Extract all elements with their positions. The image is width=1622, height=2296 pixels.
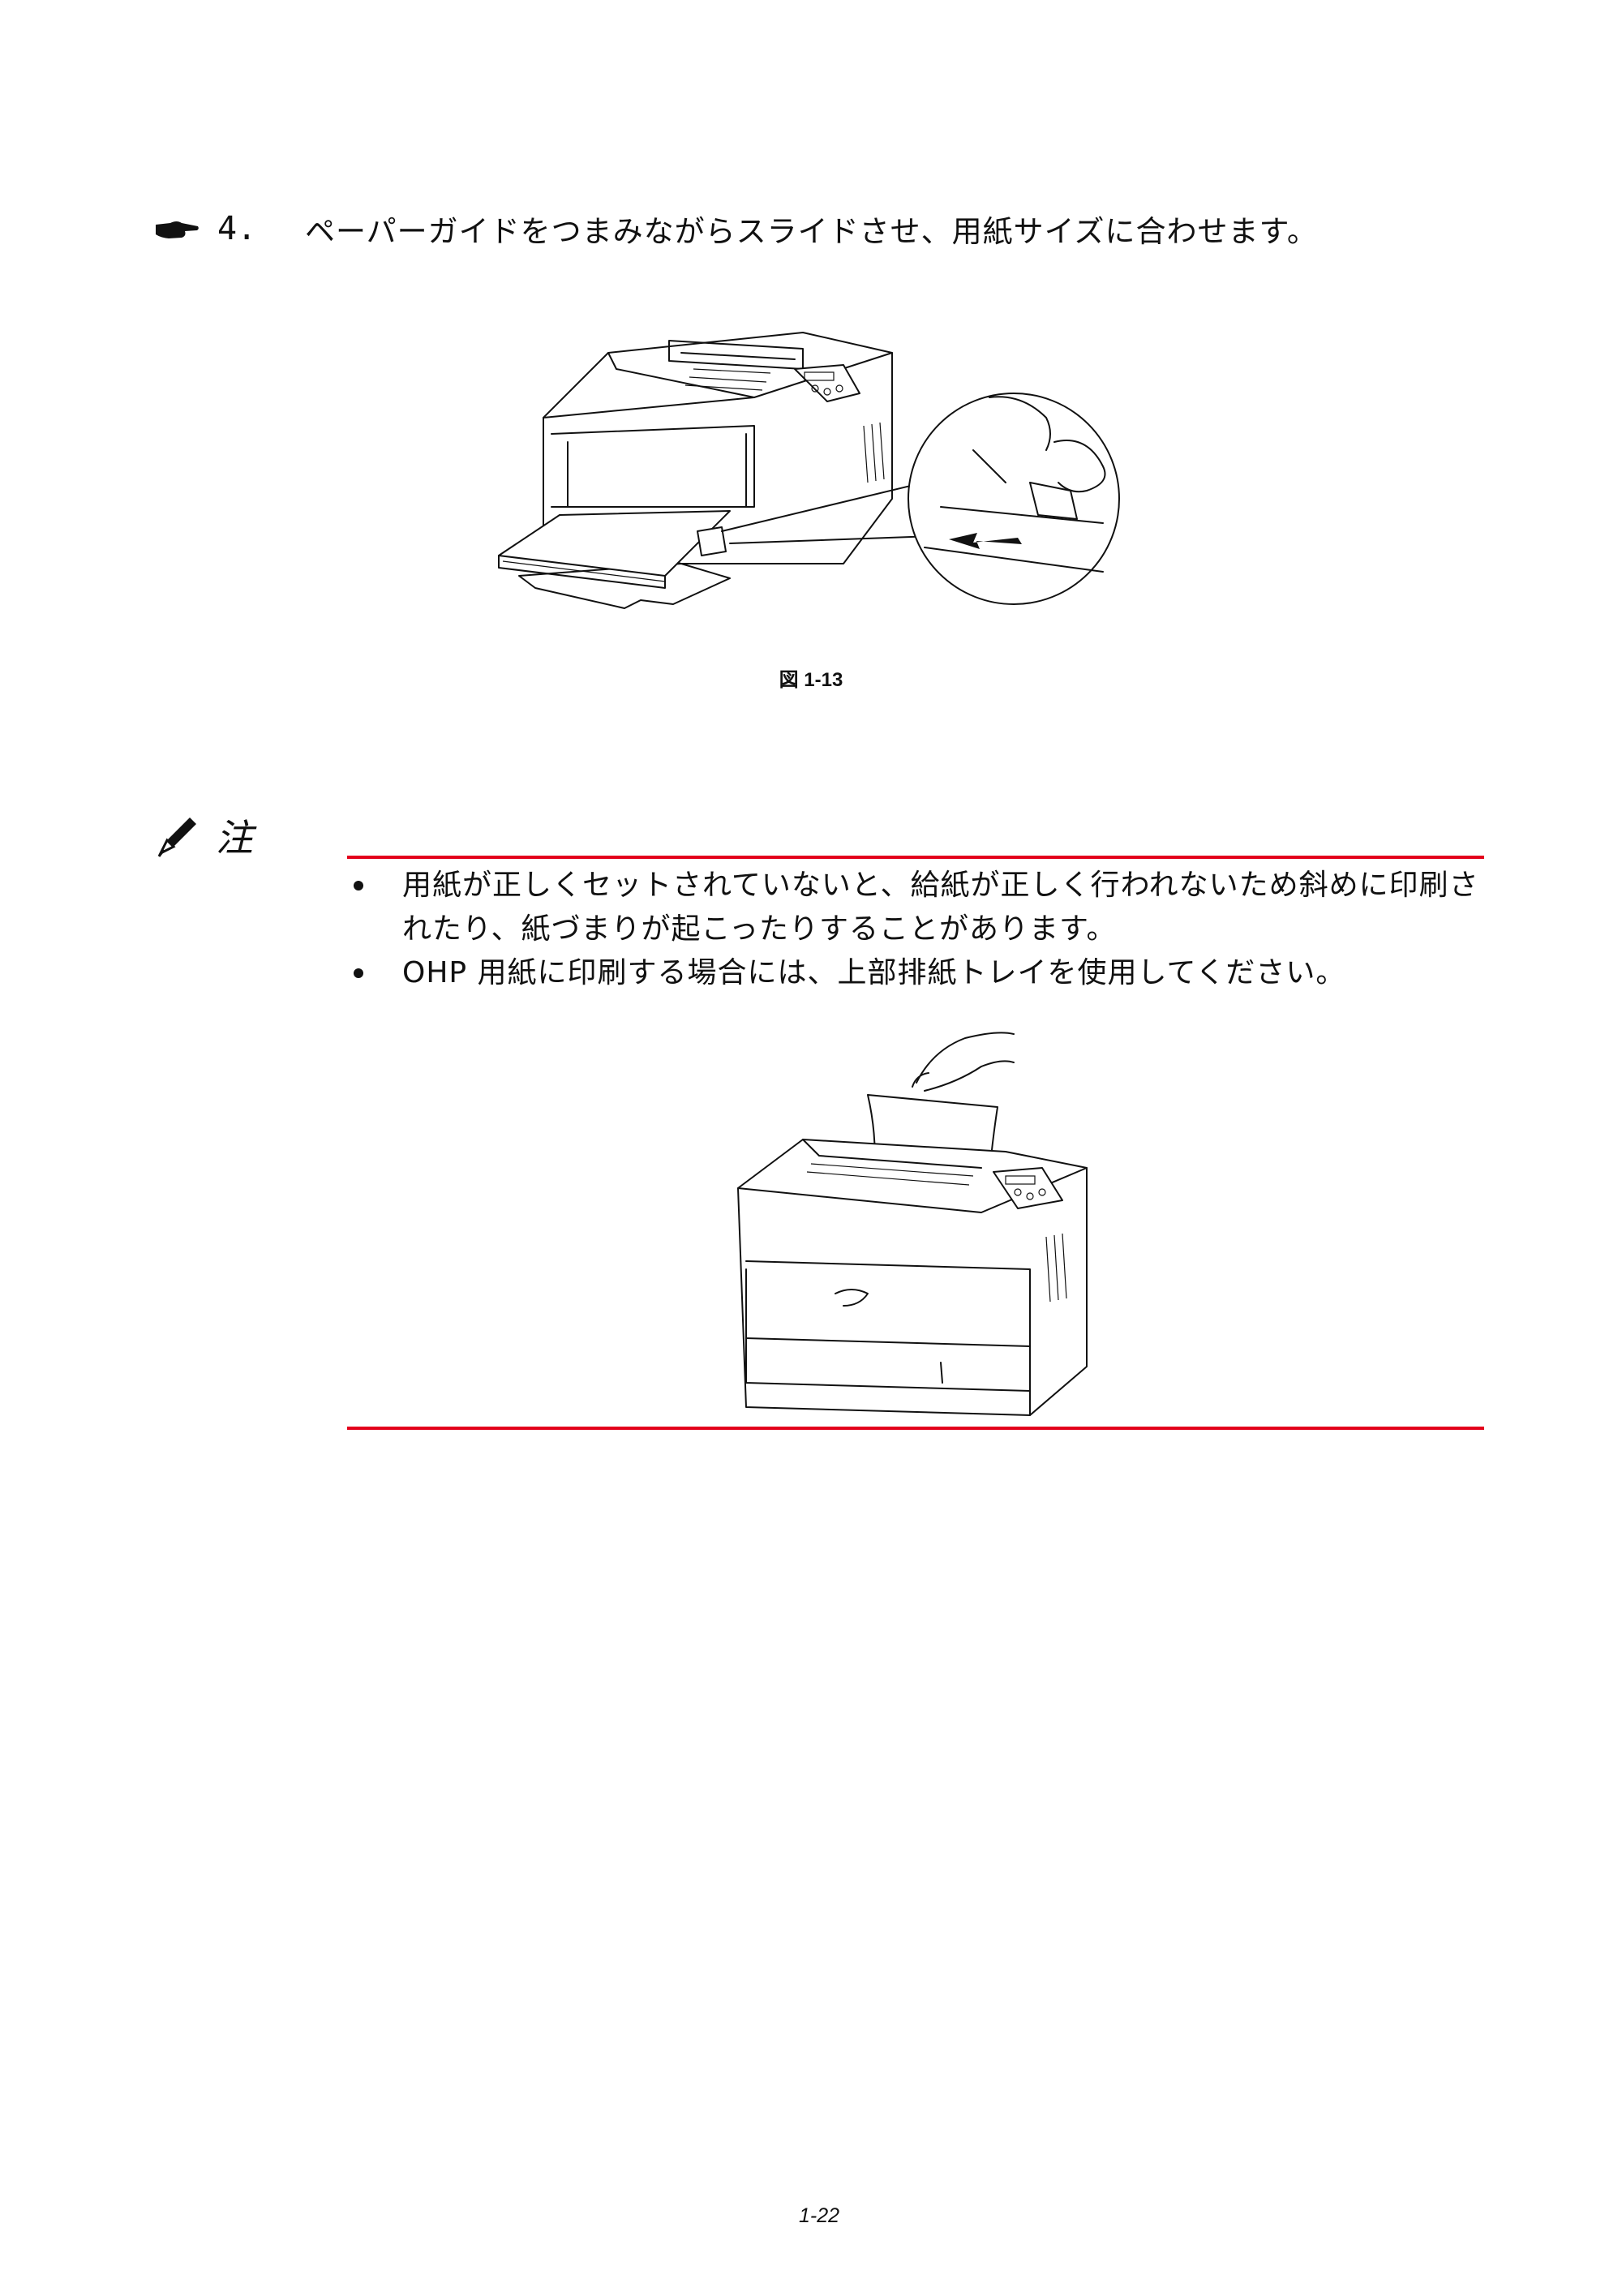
- note-heading: 注: [156, 807, 253, 864]
- printer-top-output-tray-illustration: [737, 1032, 1088, 1416]
- note-top-rule: [347, 856, 1484, 859]
- step-4: 4. ペーパーガイドをつまみながらスライドさせ、用紙サイズに合わせます。: [154, 204, 1318, 253]
- step-instruction: ペーパーガイドをつまみながらスライドさせ、用紙サイズに合わせます。: [305, 214, 1318, 249]
- figure-caption: 図 1-13: [779, 669, 843, 691]
- note-label: 注: [216, 816, 253, 860]
- pen-icon: [157, 818, 196, 857]
- step-number: 4.: [217, 210, 257, 247]
- pointing-hand-icon: [156, 221, 199, 238]
- list-item: OHP 用紙に印刷する場合には、上部排紙トレイを使用してください。: [349, 951, 1484, 995]
- list-item: 用紙が正しくセットされていないと、給紙が正しく行われないため斜めに印刷されたり、…: [349, 864, 1484, 951]
- printer-paper-guide-illustration: [498, 332, 1120, 609]
- note-list: 用紙が正しくセットされていないと、給紙が正しく行われないため斜めに印刷されたり、…: [349, 864, 1484, 995]
- page-number: 1-22: [798, 2204, 840, 2227]
- note-bottom-rule: [347, 1427, 1484, 1430]
